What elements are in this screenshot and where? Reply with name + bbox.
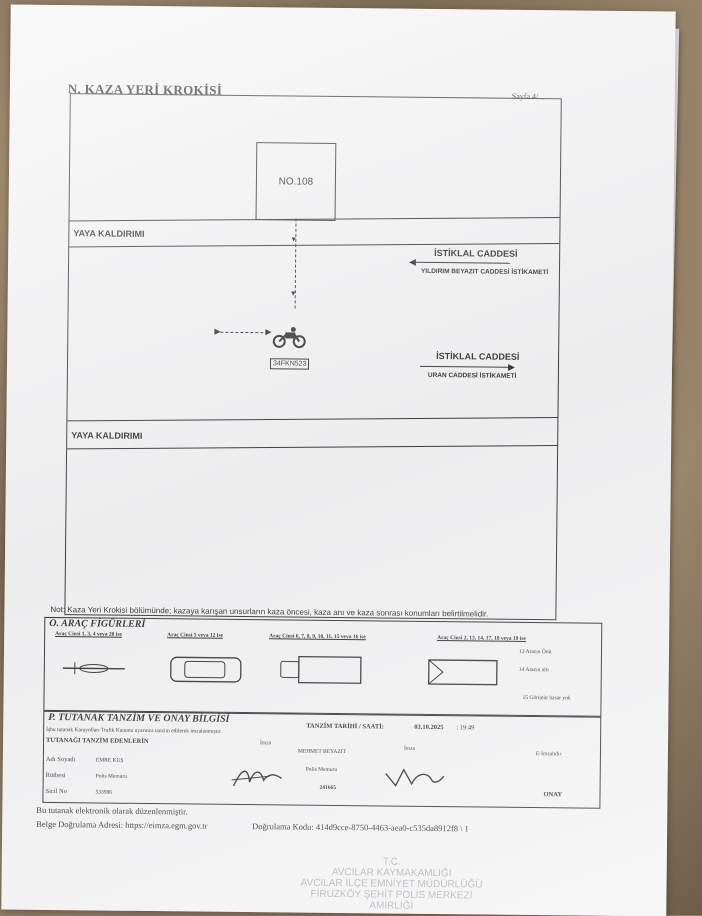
arrow-right-icon: ▶: [265, 327, 271, 336]
signature-1: [230, 762, 286, 793]
road-edge-line: [67, 417, 557, 421]
officer1-reg: 533986: [95, 789, 112, 795]
vehicle-type-3: Araç Cinsi 6, 7, 8, 9, 10, 11, 15 veya 1…: [269, 633, 366, 640]
name-label: Adı Soyadı: [46, 756, 76, 763]
trajectory-horizontal: [220, 332, 268, 334]
reg-label: Sicil No: [45, 788, 67, 795]
approval-title: P. TUTANAK TANZİM VE ONAY BİLGİSİ: [48, 712, 229, 725]
law-note: İşbu tutanak Karayolları Trafik Kanunu u…: [46, 727, 222, 735]
sidewalk-top-label: YAYA KALDIRIMI: [73, 228, 144, 239]
stamp-line: FİRUZKÖY ŞEHİT POLİS MERKEZİ AMİRLİĞİ: [291, 889, 491, 913]
footer-verify-code: Doğrulama Kodu: 414d9cce-8750-4463-aea0-…: [252, 821, 469, 833]
vehicle-type-2: Araç Cinsi 5 veya 12 ise: [167, 632, 223, 639]
officer2-name: MEHMET BEYAZIT: [298, 749, 346, 756]
arrow-right-icon: ▶: [214, 327, 220, 336]
approval-status: ONAY: [543, 791, 562, 798]
street-lower-name: İSTİKLAL CADDESİ: [436, 351, 519, 362]
sign-label-2: İmza: [404, 746, 415, 752]
vehicle-type-1: Araç Cinsi 1, 3, 4 veya 20 ise: [55, 631, 122, 638]
truck-figure-icon: [277, 652, 365, 687]
accident-sketch: NO.108 YAYA KALDIRIMI İSTİKLAL CADDESİ ◀…: [64, 93, 561, 620]
building-number: NO.108: [279, 176, 314, 187]
arrow-left-icon: ◀: [409, 257, 416, 268]
rank-label: Rütbesi: [46, 772, 66, 779]
editors-label: TUTANAĞI TANZİM EDENLERİN: [46, 737, 149, 745]
date-value: 03.10.2025: [414, 724, 443, 731]
legend-under: 14 Aracın altı: [519, 667, 549, 673]
arrow-down-icon: ▼: [290, 290, 297, 297]
sidewalk-line: [67, 445, 557, 449]
signature-2: [382, 763, 448, 792]
sidewalk-bottom-label: YAYA KALDIRIMI: [71, 430, 142, 441]
direction-arrow-left: [414, 262, 510, 264]
official-stamp: T.C. AVCILAR KAYMAKAMLIĞI AVCILAR İLÇE E…: [291, 856, 492, 913]
footer-verify-address: Belge Doğrulama Adresi: https://eimza.eg…: [36, 819, 207, 831]
street-lower-direction: URAN CADDESİ İSTİKAMETİ: [428, 372, 517, 380]
plate-label: 34FKN523: [270, 358, 310, 369]
motorcycle-icon: [272, 326, 306, 346]
footer-electronic-note: Bu tutanak elektronik olarak düzenlenmiş…: [36, 805, 187, 817]
direction-arrow-right: [420, 366, 510, 368]
sign-label-1: İmza: [260, 740, 271, 746]
street-upper-direction: YILDIRIM BEYAZIT CADDESİ İSTİKAMETİ: [421, 268, 548, 276]
officer2-rank: Polis Memuru: [306, 767, 337, 773]
motorcycle-figure-icon: [59, 658, 129, 679]
road-edge-line: [69, 243, 559, 247]
officer1-name: EMRE KUŞ: [96, 757, 124, 763]
date-label: TANZİM TARİHİ / SAATİ:: [306, 723, 384, 731]
vehicle-figures-section: O. ARAÇ FİGÜRLERİ Araç Cinsi 1, 3, 4 vey…: [43, 617, 602, 717]
car-figure-icon: [167, 651, 245, 686]
officer1-rank: Polis Memuru: [96, 773, 127, 779]
vehicle-section-title: O. ARAÇ FİGÜRLERİ: [49, 618, 145, 630]
document-page: N. KAZA YERİ KROKİSİ Sayfa 4/... NO.108 …: [1, 5, 675, 916]
arrow-right-icon: ▶: [508, 362, 515, 373]
other-vehicle-figure-icon: [425, 654, 501, 689]
arrow-down-icon: ▼: [290, 236, 297, 243]
legend-front: 13 Aracın Önü: [519, 649, 551, 655]
vehicle-type-4: Araç Cinsi 2, 13, 14, 17, 18 veya 19 ise: [437, 635, 526, 642]
street-upper-name: İSTİKLAL CADDESİ: [434, 248, 517, 259]
building-box: NO.108: [256, 142, 337, 221]
officer2-reg: 241665: [320, 785, 337, 791]
legend-no-damage: 15 Görünür hasar yok: [522, 695, 570, 702]
time-value: : 19:49: [456, 724, 474, 731]
e-signed-label: E-İmzalıdır: [536, 751, 561, 757]
approval-section: P. TUTANAK TANZİM VE ONAY BİLGİSİ İşbu t…: [42, 711, 601, 809]
